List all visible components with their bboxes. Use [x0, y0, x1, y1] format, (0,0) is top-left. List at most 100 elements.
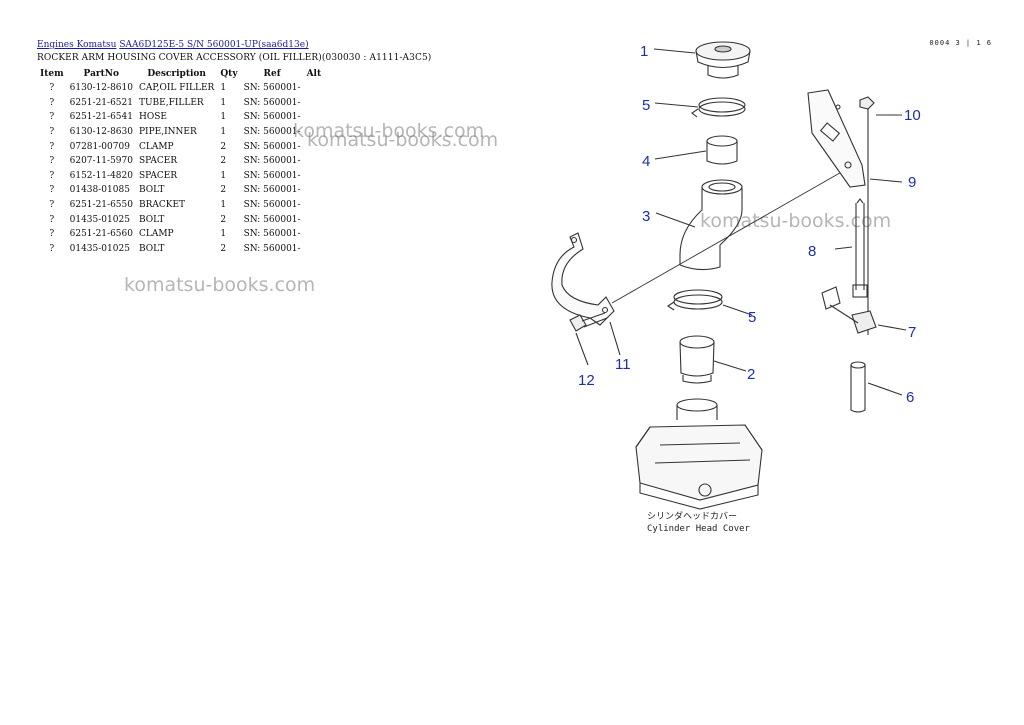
callout-6: 6	[906, 389, 914, 406]
cell-partno: 6207-11-5970	[69, 156, 133, 167]
hose-clamp-bottom-part	[667, 289, 723, 311]
header-qty: Qty	[220, 68, 238, 79]
cell-qty: 2	[220, 185, 227, 196]
cell-description: BRACKET	[138, 200, 186, 211]
cylinder-head-cover	[635, 398, 763, 510]
callout-11: 11	[615, 356, 631, 373]
bracket-part	[807, 89, 866, 188]
cell-qty: 2	[220, 243, 227, 254]
cell-ref: SN: 560001-	[243, 243, 301, 254]
callout-4: 4	[642, 153, 650, 170]
cell-ref: SN: 560001-	[243, 97, 301, 108]
cell-alt	[304, 125, 325, 140]
oil-filler-cap-part	[695, 41, 751, 79]
cell-description: SPACER	[138, 156, 178, 167]
cell-qty: 1	[220, 170, 227, 181]
callout-7: 7	[908, 324, 916, 341]
breadcrumb-link-model[interactable]: SAA6D125E-5 S/N 560001-UP(saa6d13e)	[119, 40, 309, 50]
cell-item: ?	[49, 127, 55, 138]
cell-partno: 01438-01085	[69, 185, 130, 196]
cell-partno: 6251-21-6541	[69, 112, 133, 123]
cell-qty: 1	[220, 229, 227, 240]
header-alt: Alt	[306, 68, 322, 79]
hose-clamp-top-part	[691, 97, 746, 118]
cell-alt	[304, 242, 325, 257]
cell-alt	[304, 81, 325, 96]
cell-description: BOLT	[138, 243, 165, 254]
cell-alt	[304, 96, 325, 111]
callout-5-top: 5	[642, 97, 650, 114]
cell-description: PIPE,INNER	[138, 127, 197, 138]
cell-description: TUBE,FILLER	[138, 97, 204, 108]
callout-3: 3	[642, 208, 650, 225]
cell-qty: 2	[220, 141, 227, 152]
cell-ref: SN: 560001-	[243, 127, 301, 138]
cell-partno: 07281-00709	[69, 141, 130, 152]
cell-item: ?	[49, 112, 55, 123]
table-row: ? 6251-21-6560 CLAMP 1 SN: 560001-	[37, 227, 324, 242]
cell-ref: SN: 560001-	[243, 83, 301, 94]
cell-qty: 2	[220, 214, 227, 225]
spacer-assembly-part	[821, 286, 877, 334]
cell-ref: SN: 560001-	[243, 200, 301, 211]
breadcrumb: Engines Komatsu SAA6D125E-5 S/N 560001-U…	[37, 40, 309, 50]
bolt-part	[569, 312, 608, 332]
cell-partno: 01435-01025	[69, 243, 130, 254]
cell-description: HOSE	[138, 112, 167, 123]
cell-item: ?	[49, 83, 55, 94]
cell-alt	[304, 110, 325, 125]
cell-alt	[304, 154, 325, 169]
callout-2: 2	[747, 366, 755, 383]
cell-alt	[304, 227, 325, 242]
filler-tube-part	[679, 179, 743, 271]
header-description: Description	[147, 68, 206, 79]
cell-ref: SN: 560001-	[243, 141, 301, 152]
cell-item: ?	[49, 229, 55, 240]
saddle-clamp-part	[551, 232, 615, 326]
cell-item: ?	[49, 156, 55, 167]
breadcrumb-link-engines[interactable]: Engines Komatsu	[37, 40, 117, 50]
cell-alt	[304, 169, 325, 184]
cell-qty: 1	[220, 97, 227, 108]
cell-ref: SN: 560001-	[243, 214, 301, 225]
cell-alt	[304, 183, 325, 198]
sheet-code: 0004 3 | 1 6	[929, 39, 992, 47]
cell-qty: 1	[220, 83, 227, 94]
cell-qty: 1	[220, 200, 227, 211]
cell-qty: 1	[220, 112, 227, 123]
page-title: ROCKER ARM HOUSING COVER ACCESSORY (OIL …	[37, 53, 432, 63]
cell-item: ?	[49, 200, 55, 211]
cell-alt	[304, 212, 325, 227]
callout-9: 9	[908, 174, 916, 191]
cell-item: ?	[49, 97, 55, 108]
inner-pipe-part	[706, 135, 738, 165]
header-item: Item	[40, 68, 64, 79]
cell-item: ?	[49, 141, 55, 152]
table-row: ? 6251-21-6521 TUBE,FILLER 1 SN: 560001-	[37, 96, 324, 111]
cell-partno: 6152-11-4820	[69, 170, 133, 181]
exploded-parts-diagram: シリンダヘッドカバー Cylinder Head Cover	[551, 41, 921, 534]
cell-partno: 6130-12-8610	[69, 83, 133, 94]
header-ref: Ref	[263, 68, 281, 79]
parts-table: Item PartNo Description Qty Ref Alt ?613…	[37, 66, 324, 256]
cell-partno: 6251-21-6521	[69, 97, 133, 108]
callout-5-bottom: 5	[748, 309, 756, 326]
cell-ref: SN: 560001-	[243, 185, 301, 196]
callout-10: 10	[904, 107, 921, 124]
cell-partno: 6251-21-6560	[69, 229, 133, 240]
cell-alt	[304, 139, 325, 154]
cell-description: BOLT	[138, 214, 165, 225]
cell-item: ?	[49, 170, 55, 181]
cell-ref: SN: 560001-	[243, 229, 301, 240]
cell-description: CLAMP	[138, 229, 174, 240]
cell-partno: 6130-12-8630	[69, 127, 133, 138]
cell-qty: 2	[220, 156, 227, 167]
watermark: komatsu-books.com	[124, 274, 316, 296]
cell-partno: 6251-21-6550	[69, 200, 133, 211]
